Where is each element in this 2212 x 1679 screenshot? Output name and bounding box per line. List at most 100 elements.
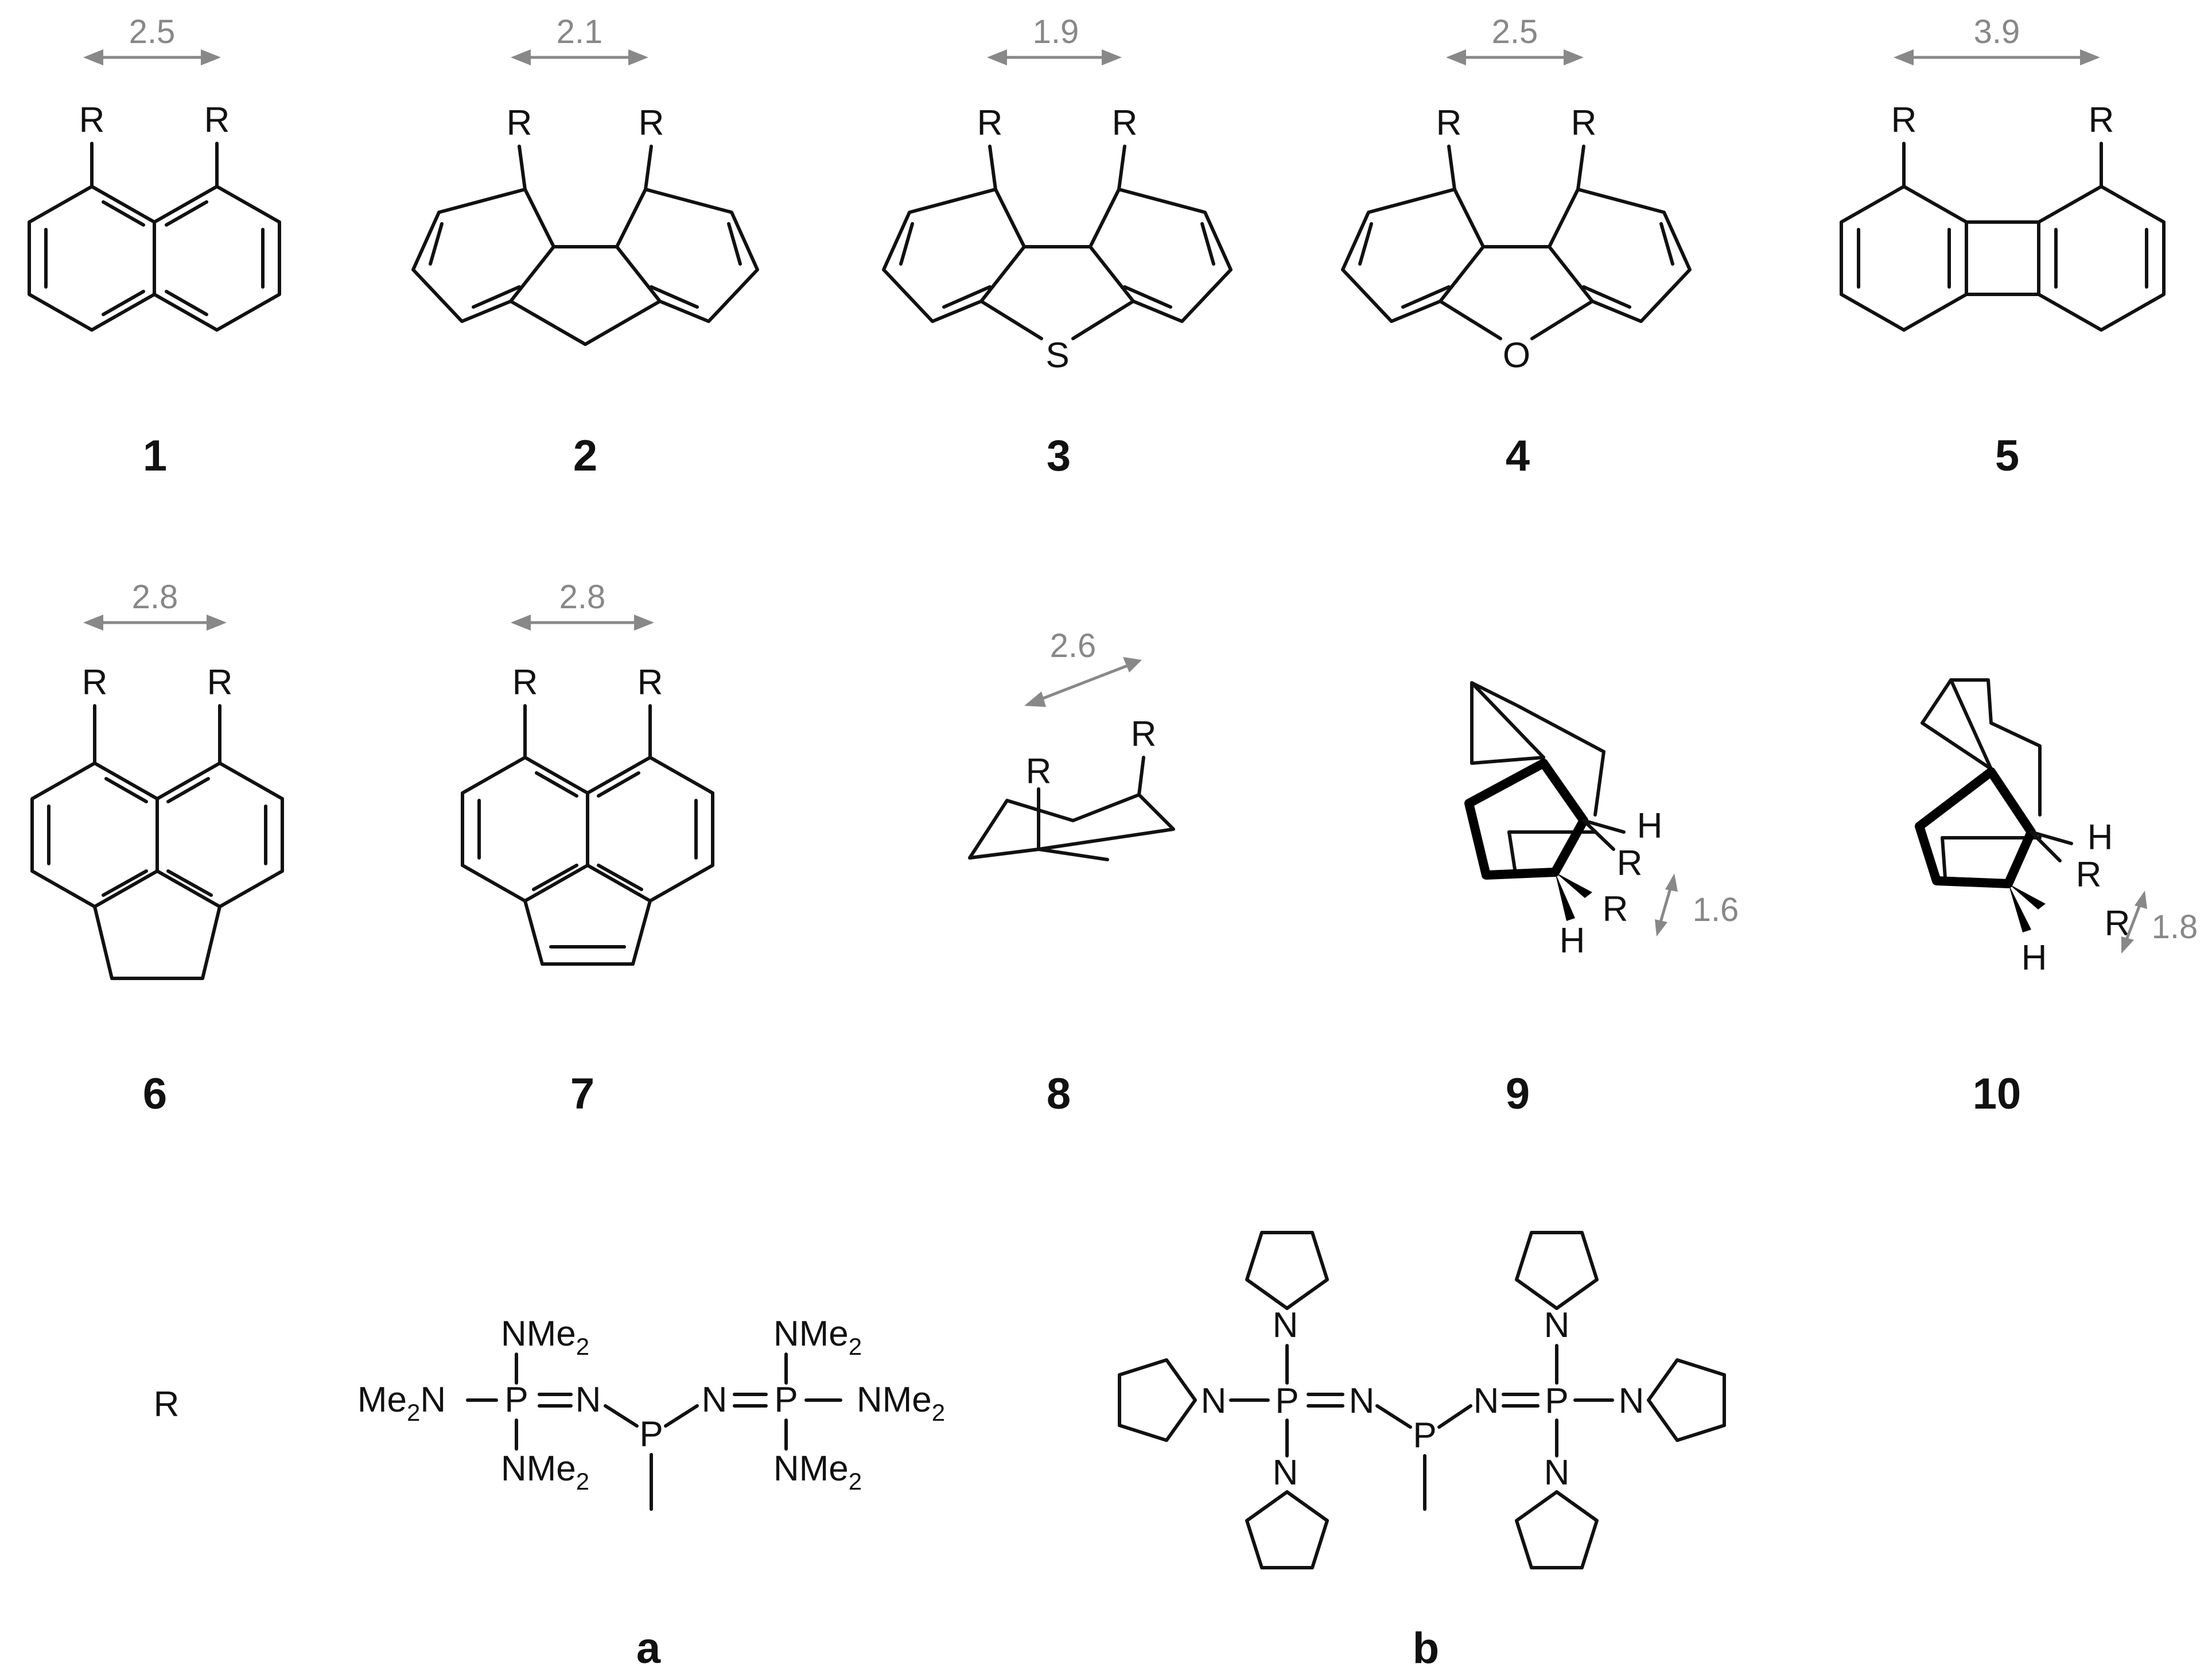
pyrrolidine-ring [1245,1490,1329,1569]
pyrrolidine-ring [1515,1490,1599,1569]
h-atom-top-9: H [1637,806,1663,846]
compound-label-1: 1 [143,432,167,480]
nitrogen-bottom-right-b: N [1544,1453,1570,1493]
r-substituent-right-6: R [207,663,233,702]
compound-label-6: 6 [143,1070,167,1118]
nitrogen-left-a: N [576,1380,601,1420]
compound-7: 2.8 R R 7 [461,578,714,1118]
central-phosphorus-b: P [1413,1416,1436,1455]
distance-label-8: 2.6 [1050,627,1097,664]
dibenzothiophene-skeleton [882,145,1233,340]
r-substituent-top-10: R [2076,855,2102,895]
distance-label-1: 2.5 [129,13,176,50]
nitrogen-bridge-right-b: N [1474,1381,1499,1421]
nitrogen-top-left-b: N [1273,1305,1299,1345]
distance-arrow-2: 2.1 [511,13,648,65]
nitrogen-right-b: N [1619,1381,1645,1421]
r-substituent-right-2: R [639,103,664,143]
r-substituent-left-1: R [79,100,105,140]
pyrrolidine-ring [1245,1231,1329,1310]
distance-label-5: 3.9 [1974,13,2020,50]
oxygen-atom: O [1503,336,1530,375]
compound-3: 1.9 R R S 3 [882,13,1233,480]
nme2-right: NMe2 [857,1380,945,1426]
dibenzofuran-skeleton [1341,145,1692,340]
fluorene-skeleton [411,145,759,346]
r-substituent-axial-8: R [1026,752,1052,791]
sulfur-atom: S [1045,336,1069,375]
distance-label-4: 2.5 [1492,13,1538,50]
r-substituent-right-4: R [1571,103,1597,143]
naphthalene-skeleton [28,142,281,332]
h-atom-bottom-9: H [1560,921,1585,961]
distance-arrow-4: 2.5 [1446,13,1584,65]
compound-5: 3.9 R R 5 [1840,13,2166,480]
acenaphthene-skeleton [30,704,284,980]
nitrogen-right-a: N [702,1380,728,1420]
nitrogen-top-right-b: N [1544,1305,1570,1345]
compound-10: H R R H 1.8 10 [1915,678,2198,1118]
r-substituent-left-7: R [512,663,538,702]
h-atom-bottom-10: H [2021,938,2047,978]
pyrrolidine-ring [1647,1358,1726,1442]
distance-arrow-7: 2.8 [511,578,654,631]
distance-arrow-5: 3.9 [1894,13,2100,65]
phosphorus-left-b: P [1275,1381,1299,1421]
pyrrolidine-ring [1515,1231,1599,1310]
r-substituent-right-1: R [204,100,230,140]
r-substituent-right-5: R [2089,100,2114,140]
r-substituent-left-5: R [1891,100,1917,140]
r-substituent-right-3: R [1112,103,1138,143]
distance-label-10: 1.8 [2152,908,2198,946]
distance-arrow-9: 1.6 [1655,873,1739,936]
compound-label-5: 5 [1995,432,2019,480]
r-substituent-bottom-10: R [2105,904,2131,943]
r-substituent-bottom-9: R [1603,889,1628,929]
compound-2: 2.1 R R 2 [411,13,759,480]
r-substituent-left-4: R [1436,103,1462,143]
distance-arrow-8: 2.6 [1024,627,1142,707]
substituent-a-bonds [466,1352,842,1511]
r-substituent-left-6: R [82,663,108,702]
r-substituent-equatorial-8: R [1131,714,1157,754]
distance-label-6: 2.8 [132,578,178,616]
distance-arrow-1: 2.5 [83,13,221,65]
cage-skeleton-10 [1915,678,2073,932]
nme2-left: Me2N [357,1380,446,1426]
phosphorus-right-b: P [1545,1381,1568,1421]
phosphorus-right-a: P [774,1380,798,1420]
pyrrolidine-ring [1118,1358,1197,1442]
compound-9: H R R H 1.6 9 [1464,681,1739,1118]
compound-label-3: 3 [1047,432,1071,480]
phosphorus-left-a: P [504,1380,528,1420]
distance-arrow-10: 1.8 [2121,891,2198,954]
nitrogen-bridge-left-b: N [1349,1381,1375,1421]
nitrogen-left-b: N [1201,1381,1227,1421]
distance-label-2: 2.1 [557,13,603,50]
cyclohexane-chair [968,756,1175,861]
substituent-label-b: b [1413,1624,1439,1673]
acenaphthylene-skeleton [461,704,714,966]
nme2-bottom-left: NMe2 [501,1449,589,1495]
substituent-b-bonds [1229,1344,1614,1511]
compound-6: 2.8 R R 6 [30,578,284,1118]
distance-label-9: 1.6 [1693,891,1739,928]
distance-arrow-3: 1.9 [987,13,1122,65]
compound-label-4: 4 [1506,432,1530,480]
r-substituent-left-2: R [507,103,532,143]
substituent-a: NMe2 Me2N NMe2 P N P N P NMe2 NMe2 NMe2 … [357,1314,945,1673]
compound-label-7: 7 [570,1070,594,1118]
distance-label-3: 1.9 [1033,13,1079,50]
r-legend-symbol: R [154,1385,180,1424]
nitrogen-bottom-left-b: N [1273,1453,1299,1493]
compound-label-9: 9 [1506,1070,1530,1118]
distance-label-7: 2.8 [559,578,606,616]
r-substituent-right-7: R [637,663,663,702]
compound-label-8: 8 [1047,1070,1071,1118]
biphenylene-skeleton [1840,142,2166,332]
central-phosphorus-a: P [639,1414,663,1454]
compound-label-2: 2 [573,432,597,480]
distance-arrow-6: 2.8 [83,578,227,631]
compound-1: 2.5 R R 1 [28,13,281,480]
